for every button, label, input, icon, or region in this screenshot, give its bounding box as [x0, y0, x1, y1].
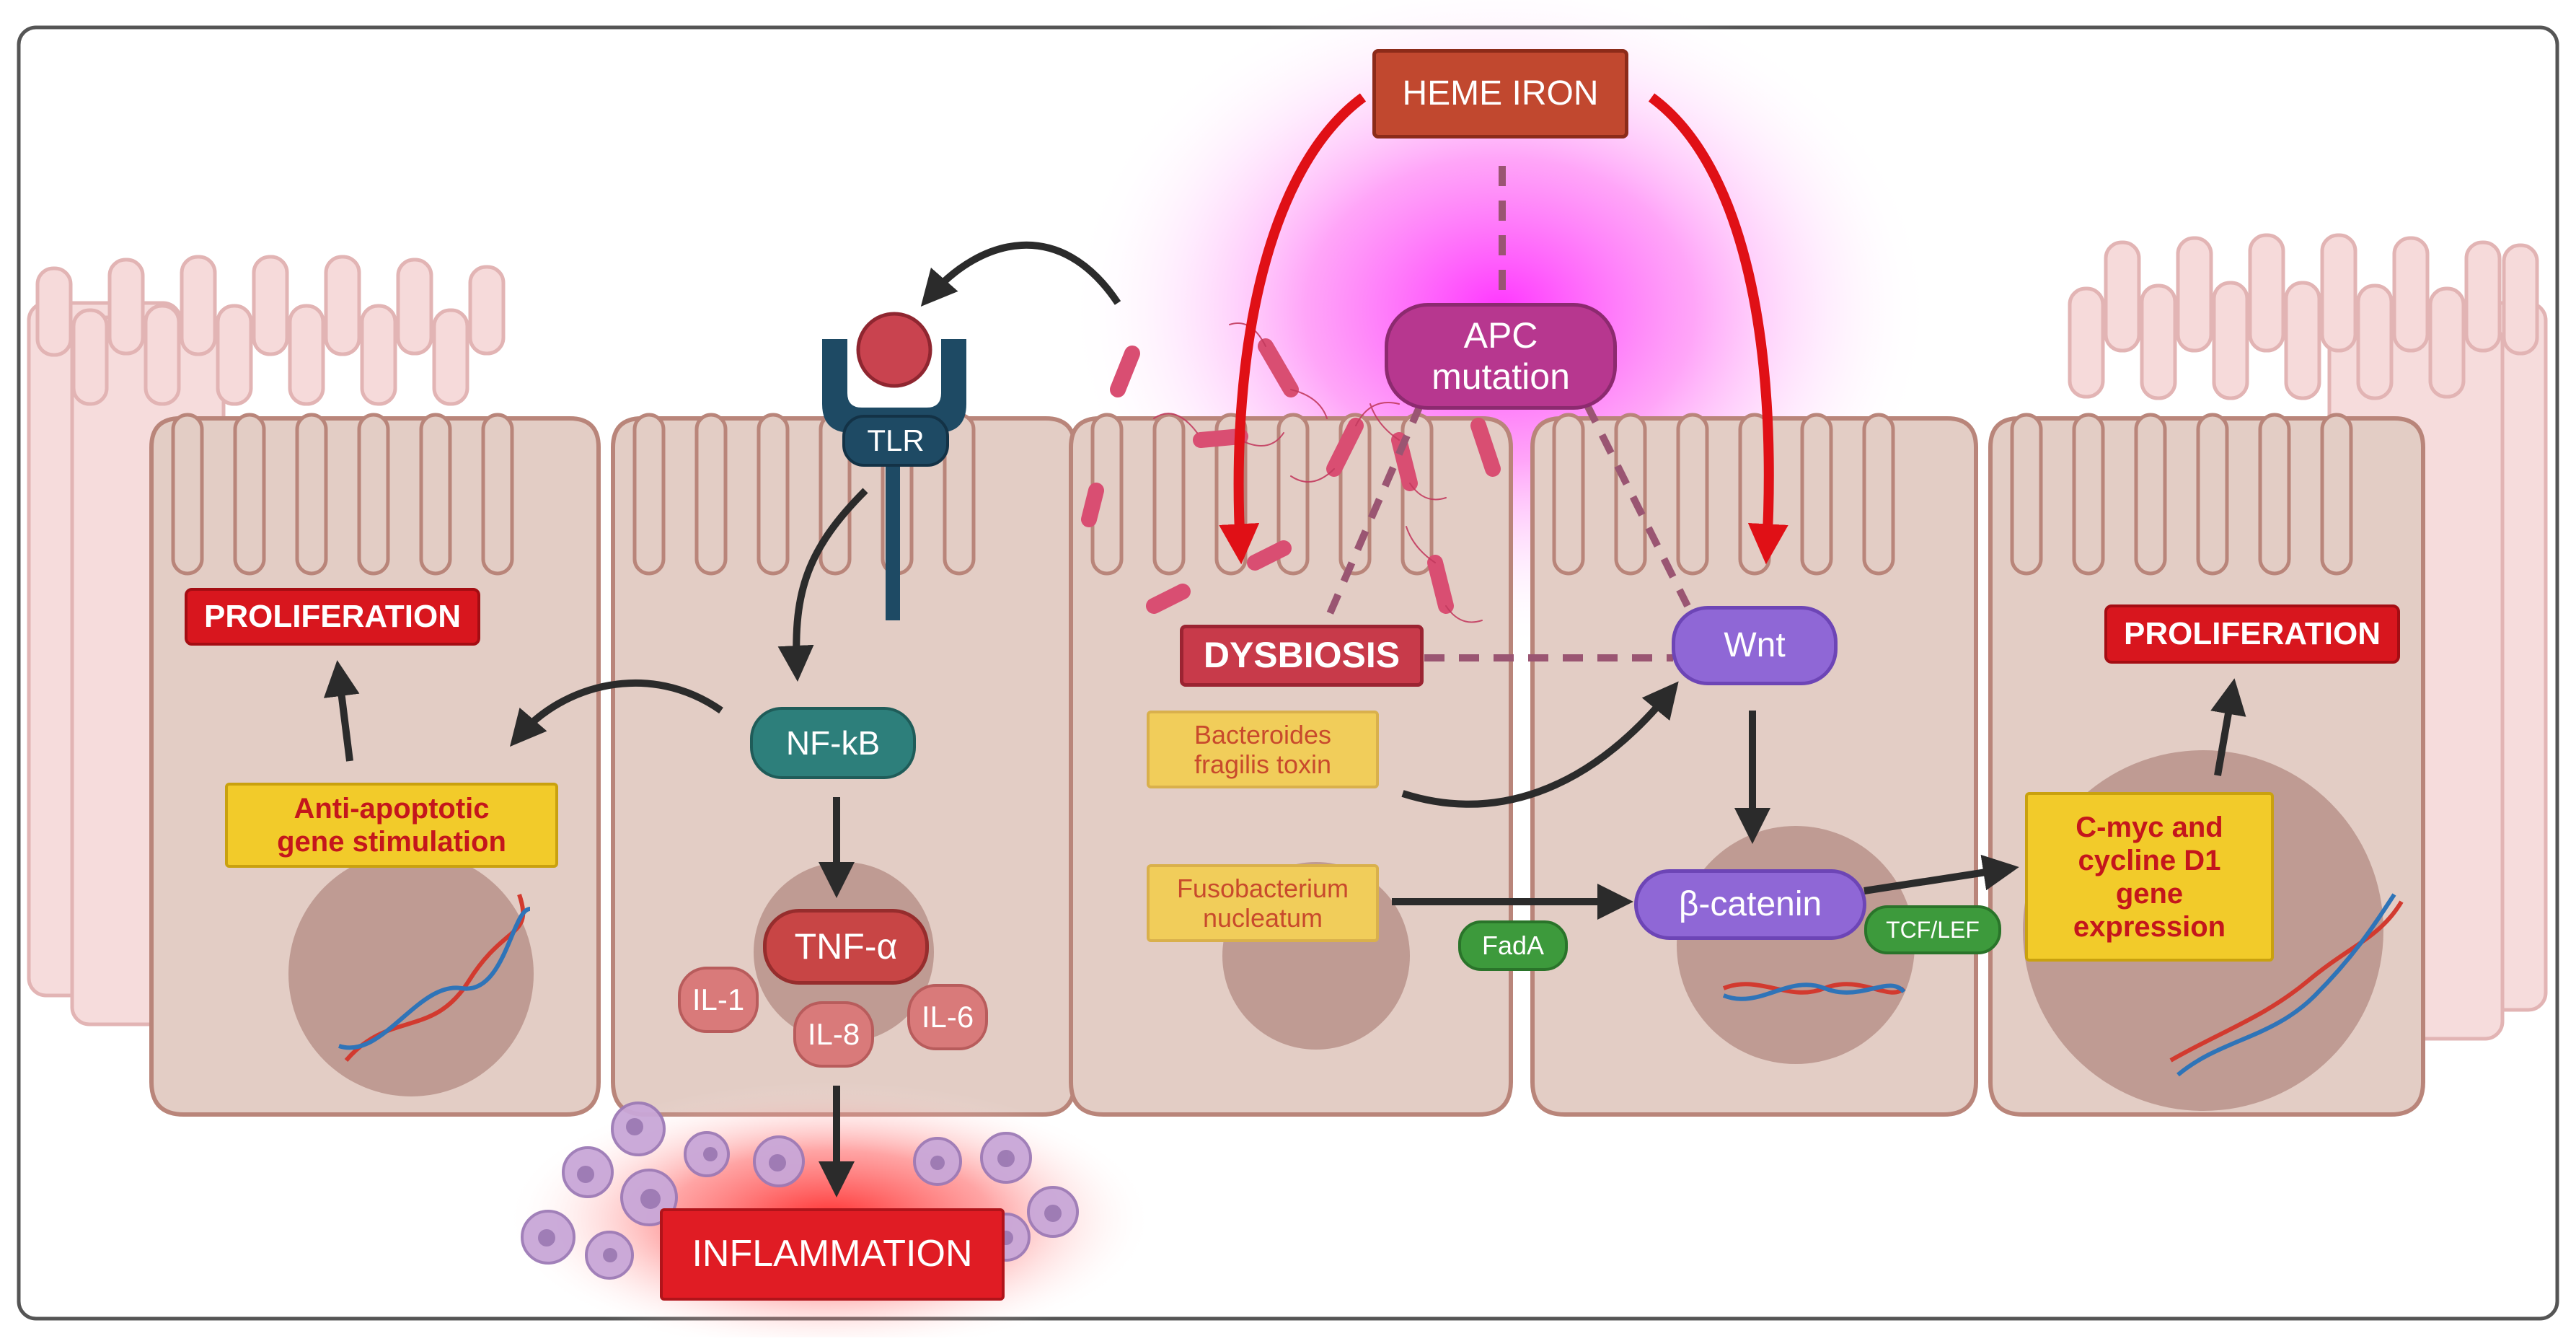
- il-8-label: IL-8: [793, 1001, 874, 1068]
- immune-cell-nuclei: [538, 1118, 1062, 1262]
- tcf-lef-label: TCF/LEF: [1864, 905, 2001, 954]
- microvillus: [1800, 413, 1833, 576]
- proliferation-right-label: PROLIFERATION: [2104, 604, 2400, 664]
- microvillus: [2196, 413, 2229, 576]
- microvillus: [171, 413, 204, 576]
- microvillus: [632, 413, 666, 576]
- inflammation-label: INFLAMMATION: [660, 1208, 1005, 1301]
- bacteroides-label: Bacteroides fragilis toxin: [1147, 711, 1379, 788]
- anti-apoptotic-label: Anti-apoptotic gene stimulation: [225, 783, 558, 868]
- microvillus: [419, 413, 452, 576]
- microvillus: [2320, 413, 2353, 576]
- fada-label: FadA: [1458, 920, 1568, 971]
- il-6-label: IL-6: [907, 984, 988, 1050]
- tlr-label: TLR: [842, 415, 949, 467]
- microvillus: [1862, 413, 1895, 576]
- tnf-alpha-label: TNF-α: [763, 909, 929, 985]
- microvillus: [943, 413, 976, 576]
- apc-mutation-label: APC mutation: [1385, 303, 1617, 410]
- tlr-receptor-icon: [822, 339, 966, 620]
- bacteria-icon: [1081, 322, 1501, 623]
- cmyc-cyclin-d1-label: C-myc and cycline D1 gene expression: [2025, 792, 2274, 962]
- wnt-label: Wnt: [1672, 606, 1838, 685]
- microvillus: [1614, 413, 1647, 576]
- microvillus: [1276, 413, 1310, 576]
- heme-arrows: [1219, 93, 1788, 565]
- microvillus: [2134, 413, 2167, 576]
- fusobacterium-label: Fusobacterium nucleatum: [1147, 864, 1379, 942]
- microvillus: [295, 413, 328, 576]
- ligand-icon: [856, 312, 932, 388]
- pathway-arrows: [323, 242, 2246, 1197]
- heme-iron-label: HEME IRON: [1372, 49, 1628, 139]
- microvillus: [481, 413, 514, 576]
- microvillus: [2072, 413, 2105, 576]
- dna-helix-icon: [338, 893, 2404, 1077]
- proliferation-left-label: PROLIFERATION: [185, 588, 480, 646]
- microvillus: [1552, 413, 1585, 576]
- dashed-links: [1323, 166, 1691, 661]
- microvillus: [694, 413, 728, 576]
- microvillus: [757, 413, 790, 576]
- microvillus: [2010, 413, 2043, 576]
- dysbiosis-label: DYSBIOSIS: [1180, 625, 1424, 687]
- beta-catenin-label: β-catenin: [1634, 869, 1866, 940]
- microvillus: [233, 413, 266, 576]
- microvillus: [2258, 413, 2291, 576]
- microvillus: [1676, 413, 1709, 576]
- il-1-label: IL-1: [678, 967, 759, 1033]
- microvillus: [1152, 413, 1186, 576]
- nfkb-label: NF-kB: [750, 707, 916, 779]
- microvillus: [357, 413, 390, 576]
